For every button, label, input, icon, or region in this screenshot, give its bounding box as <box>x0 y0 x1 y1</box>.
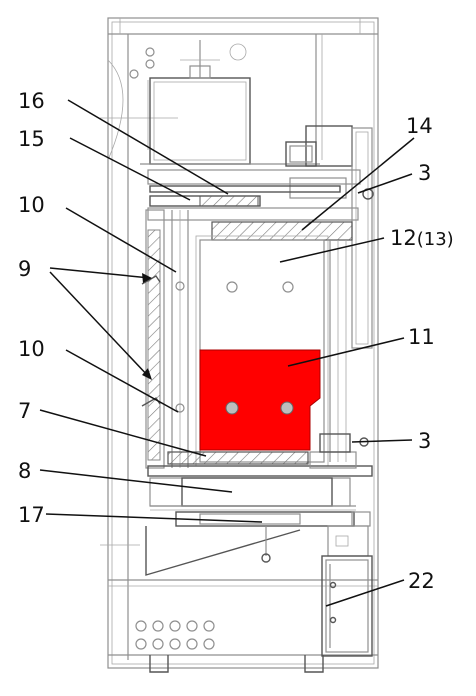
red-panel-hole-left <box>225 401 239 415</box>
top-baffle-assembly <box>147 169 361 241</box>
label-7: 7 <box>18 399 31 423</box>
label-3-lower: 3 <box>418 429 431 453</box>
leader-lines <box>39 99 415 607</box>
bottom-vent-holes <box>135 620 215 650</box>
leader-22 <box>325 579 405 607</box>
label-16: 16 <box>18 89 45 113</box>
leader-10-upper <box>65 207 177 273</box>
stove-casing <box>100 17 379 673</box>
leader-15 <box>69 137 191 201</box>
red-panel-hole-right <box>280 401 294 415</box>
arrow-9-upper <box>142 273 152 283</box>
leader-9-upper <box>49 267 151 279</box>
arrow-9-lower <box>142 368 152 380</box>
label-14: 14 <box>406 114 433 138</box>
leader-9-lower <box>49 271 151 379</box>
leader-14 <box>301 137 415 231</box>
leader-16 <box>67 99 229 195</box>
label-3-upper: 3 <box>418 161 431 185</box>
label-10-upper: 10 <box>18 193 45 217</box>
leader-3-upper <box>357 173 413 194</box>
part-labels: 16 15 14 3 10 12(13) 9 10 11 7 3 8 17 22 <box>18 89 454 593</box>
label-9: 9 <box>18 257 31 281</box>
highlight-red-panel <box>199 349 321 451</box>
leader-3-lower <box>351 439 413 443</box>
leader-17 <box>45 513 263 523</box>
label-11: 11 <box>408 325 435 349</box>
leader-8 <box>39 469 233 493</box>
label-12-13: 12(13) <box>390 226 454 250</box>
label-10-lower: 10 <box>18 337 45 361</box>
right-lower-panel <box>321 555 373 657</box>
top-flue-box <box>129 40 320 165</box>
leader-7 <box>39 409 207 457</box>
label-17: 17 <box>18 503 45 527</box>
leader-10-lower <box>65 349 179 413</box>
label-8: 8 <box>18 459 31 483</box>
left-wall-layers <box>141 209 189 469</box>
leader-12 <box>279 237 385 263</box>
highlighted-part-11 <box>199 349 321 451</box>
label-15: 15 <box>18 127 45 151</box>
leader-11 <box>287 337 405 367</box>
label-22: 22 <box>408 569 435 593</box>
